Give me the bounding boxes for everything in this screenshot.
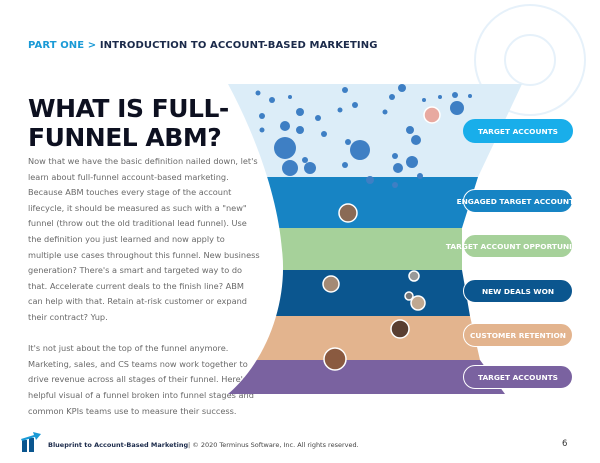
account-dot (438, 95, 442, 99)
terminus-logo (21, 432, 41, 452)
account-dot (337, 107, 343, 113)
person-avatar (408, 270, 420, 282)
account-dot (417, 173, 423, 179)
paragraph: Now that we have the basic definition na… (28, 156, 260, 322)
account-dot (366, 176, 374, 184)
account-dot (280, 121, 290, 131)
paragraph: It's not just about the top of the funne… (28, 343, 255, 416)
section-header: PART ONE > INTRODUCTION TO ACCOUNT-BASED… (28, 40, 378, 51)
person-avatar (322, 275, 340, 293)
account-dot (304, 162, 316, 174)
part-label: PART ONE > (28, 40, 97, 51)
footer-copyright: | © 2020 Terminus Software, Inc. All rig… (188, 441, 359, 449)
account-dot (468, 94, 472, 98)
account-dot (269, 97, 275, 103)
account-dot (422, 98, 426, 102)
account-dot (255, 90, 261, 96)
account-dot (315, 115, 321, 121)
person-avatar (423, 106, 441, 124)
person-avatar (404, 291, 414, 301)
stage-pill: NEW DEALS WON (463, 279, 573, 303)
stage-pill: TARGET ACCOUNTS (463, 119, 573, 143)
account-dot (321, 131, 327, 137)
person-avatar (323, 347, 347, 371)
account-dot (411, 135, 421, 145)
stage-pill: TARGET ACCOUNTS (463, 365, 573, 389)
account-dot (392, 182, 398, 188)
page-number: 6 (562, 439, 568, 449)
stage-pill: ENGAGED TARGET ACCOUNTS (457, 189, 579, 213)
account-dot (282, 160, 298, 176)
stage-pill: CUSTOMER RETENTION (463, 323, 573, 347)
gear-watermark-icon (474, 4, 586, 116)
account-dot (389, 94, 395, 100)
title-line-2: FUNNEL ABM? (28, 123, 222, 152)
account-dot (288, 95, 292, 99)
account-dot (398, 84, 406, 92)
stage-pill: TARGET ACCOUNT OPPORTUNITIES (446, 234, 590, 258)
body-text: Now that we have the basic definition na… (28, 154, 260, 435)
account-dot (450, 101, 464, 115)
account-dot (350, 140, 370, 160)
account-dot (345, 139, 351, 145)
footer-brand: Blueprint to Account-Based Marketing (48, 441, 189, 449)
section-label: INTRODUCTION TO ACCOUNT-BASED MARKETING (99, 40, 378, 51)
account-dot (392, 153, 398, 159)
account-dot (274, 137, 296, 159)
account-dot (342, 162, 348, 168)
account-dot (296, 126, 304, 134)
account-dot (406, 126, 414, 134)
account-dot (259, 113, 265, 119)
person-avatar (338, 203, 358, 223)
footer: Blueprint to Account-Based Marketing | ©… (0, 436, 600, 456)
account-dot (393, 163, 403, 173)
account-dot (259, 127, 265, 133)
person-avatar (390, 319, 410, 339)
page-title: WHAT IS FULL- FUNNEL ABM? (28, 94, 229, 152)
account-dot (452, 92, 458, 98)
account-dot (382, 109, 388, 115)
account-dot (342, 87, 348, 93)
account-dot (406, 156, 418, 168)
account-dot (296, 108, 304, 116)
person-avatar (410, 295, 426, 311)
account-dot (352, 102, 358, 108)
title-line-1: WHAT IS FULL- (28, 94, 229, 123)
account-dot (302, 157, 308, 163)
